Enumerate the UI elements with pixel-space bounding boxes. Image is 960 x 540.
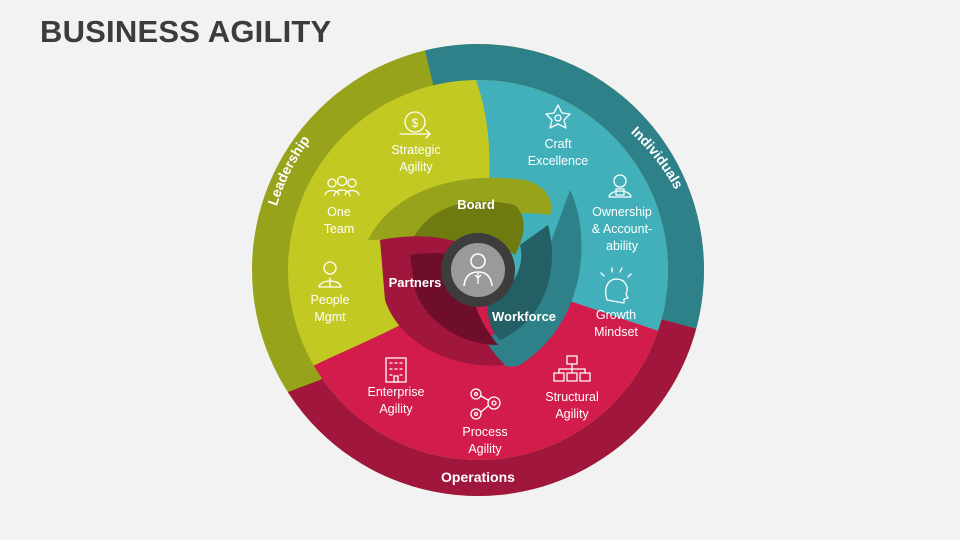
craft-excellence-line1: Craft (544, 137, 572, 151)
mind-idea-icon (600, 267, 632, 304)
ownership-line2: & Account- (592, 222, 652, 236)
partners-swirl-inner (410, 252, 498, 345)
structural-agility-line1: Structural (545, 390, 599, 404)
partners-label: Partners (389, 275, 442, 290)
svg-text:$: $ (412, 116, 419, 130)
center-disc (451, 243, 505, 297)
team-icon (324, 175, 360, 197)
process-agility-line2: Agility (468, 442, 502, 456)
gears-icon (470, 388, 501, 420)
one-team-line2: Team (324, 222, 355, 236)
structural-agility-line2: Agility (555, 407, 589, 421)
strategic-agility-line1: Strategic (391, 143, 440, 157)
board-label: Board (457, 197, 495, 212)
enterprise-agility-line1: Enterprise (368, 385, 425, 399)
growth-mindset-line2: Mindset (594, 325, 638, 339)
workforce-swirl-outer (482, 190, 582, 367)
manager-icon (318, 261, 342, 288)
page-title: BUSINESS AGILITY (40, 14, 332, 49)
craft-excellence-line2: Excellence (528, 154, 588, 168)
growth-mindset-line1: Growth (596, 308, 636, 322)
strategic-agility-line2: Agility (399, 160, 433, 174)
ownership-icon (608, 174, 632, 198)
people-mgmt-line1: People (311, 293, 350, 307)
people-mgmt-line2: Mgmt (314, 310, 346, 324)
operations-label: Operations (441, 469, 515, 485)
strategy-dollar-icon: $ (399, 111, 431, 139)
ownership-line1: Ownership (592, 205, 652, 219)
workforce-swirl-inner (487, 225, 552, 340)
process-agility-line1: Process (462, 425, 507, 439)
one-team-line1: One (327, 205, 351, 219)
star-badge-icon (545, 104, 571, 129)
enterprise-agility-line2: Agility (379, 402, 413, 416)
core-swirl (368, 177, 582, 367)
ownership-line3: ability (606, 239, 639, 253)
building-icon (385, 357, 407, 383)
workforce-label: Workforce (492, 309, 556, 324)
person-icon (463, 253, 493, 287)
org-chart-icon (553, 355, 591, 382)
